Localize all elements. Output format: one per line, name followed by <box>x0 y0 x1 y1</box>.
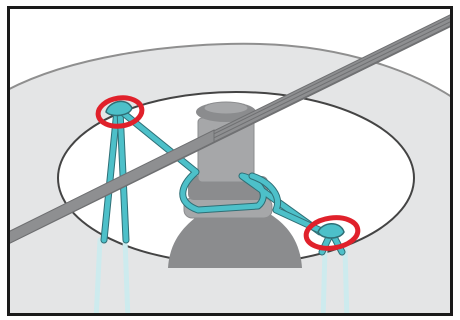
figure-frame <box>7 6 453 316</box>
attachment-point-left <box>95 95 145 129</box>
lower-wire-shadow <box>93 237 350 316</box>
attachment-point-right <box>303 215 361 251</box>
horizontal-rod <box>7 12 453 246</box>
